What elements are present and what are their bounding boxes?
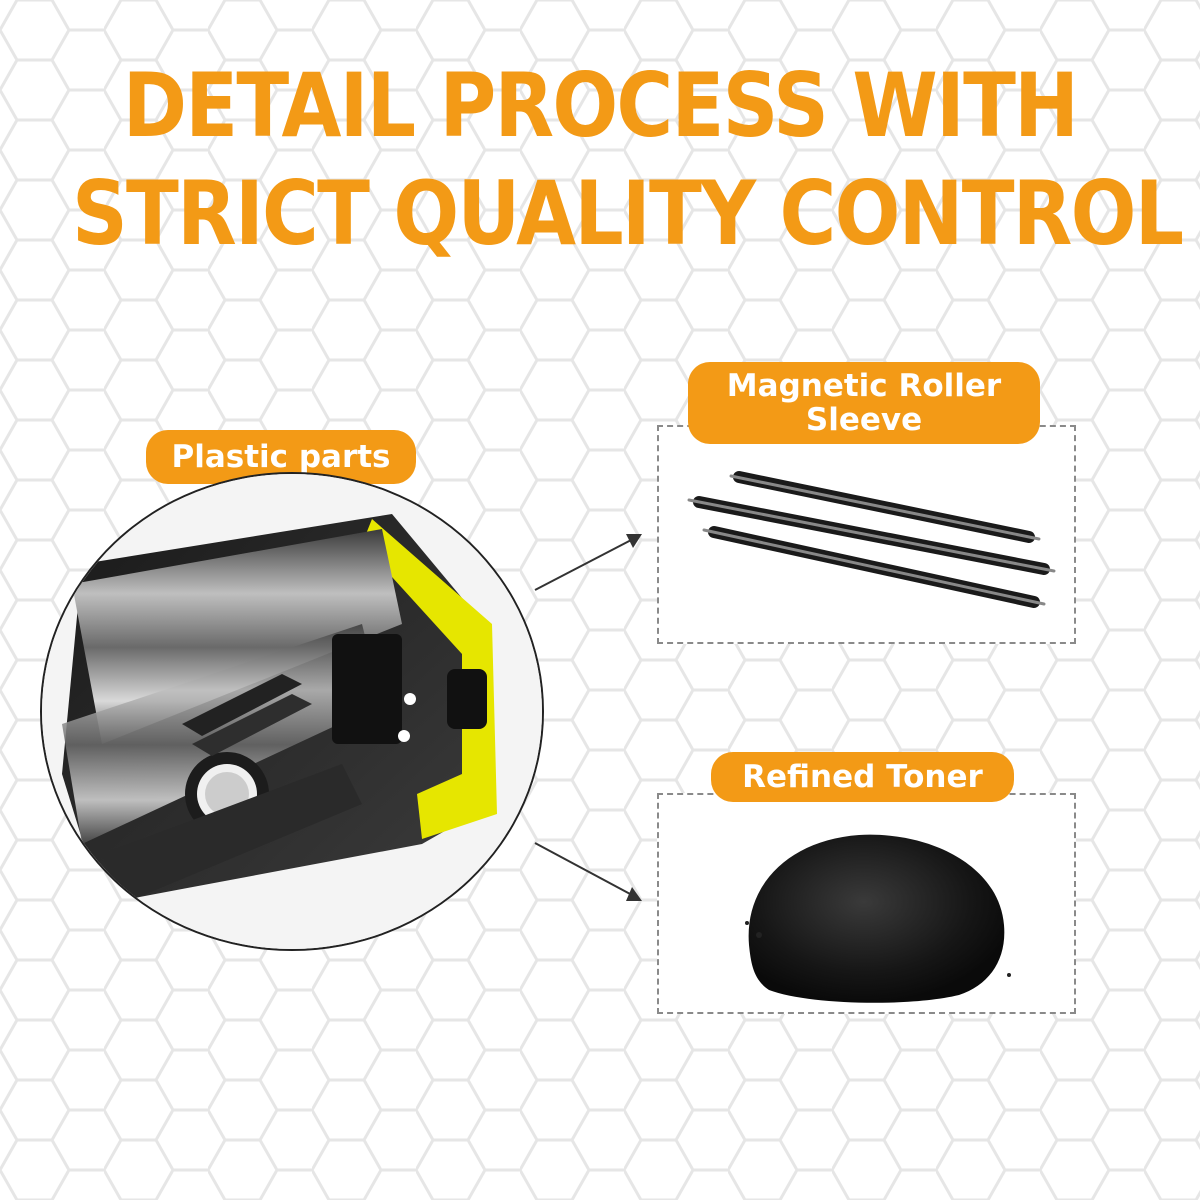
headline-line-1: DETAIL PROCESS WITH xyxy=(122,54,1079,157)
magnetic-roller-frame xyxy=(657,425,1076,644)
plastic-parts-label: Plastic parts xyxy=(146,430,416,484)
magnetic-roller-illustration xyxy=(687,471,1056,608)
refined-toner-frame xyxy=(657,793,1076,1014)
headline-line-2: STRICT QUALITY CONTROL xyxy=(72,162,1184,265)
magnetic-roller-sleeve-label: Magnetic Roller Sleeve xyxy=(688,362,1040,444)
refined-toner-label: Refined Toner xyxy=(711,752,1014,802)
arrow-down-right-icon xyxy=(534,842,642,901)
toner-powder-illustration xyxy=(745,834,1011,1003)
plastic-parts-photo xyxy=(40,472,544,951)
headline: DETAIL PROCESS WITH STRICT QUALITY CONTR… xyxy=(72,52,1184,268)
toner-cartridge-illustration xyxy=(42,474,542,949)
arrow-right-icon xyxy=(534,534,642,591)
